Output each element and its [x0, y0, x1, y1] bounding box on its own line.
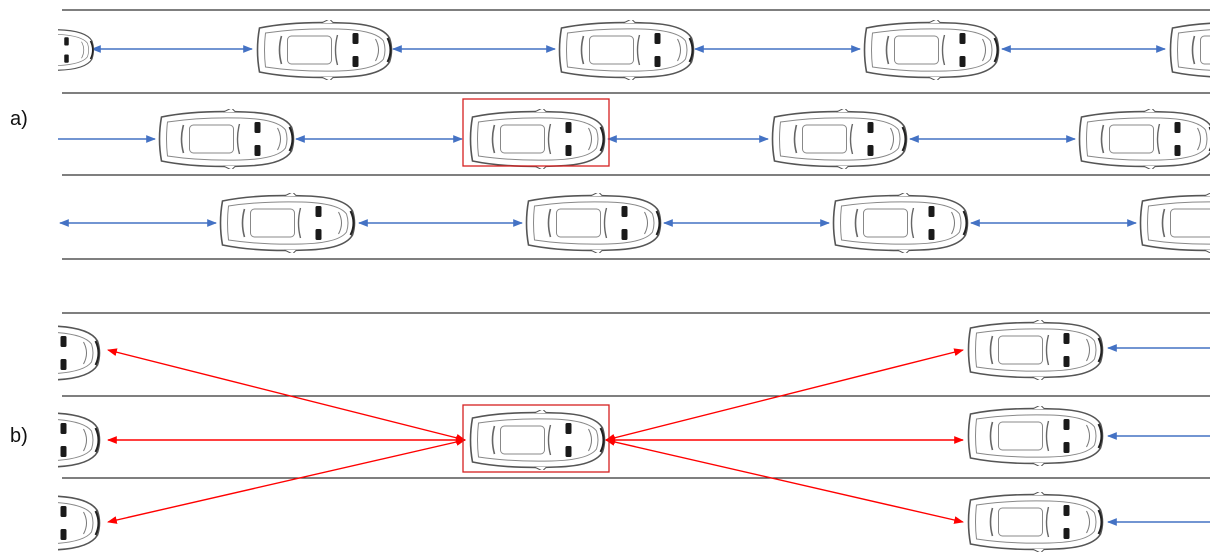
car-icon: [558, 20, 695, 80]
car-icon: [863, 20, 1000, 80]
cars-b: [58, 320, 1104, 553]
car-icon: [832, 193, 969, 253]
car-icon: [58, 323, 101, 383]
spacing-arrows-a: [58, 45, 1166, 227]
car-icon: [967, 492, 1104, 552]
car-icon: [967, 320, 1104, 380]
interaction-arrows-b: [107, 348, 964, 524]
ego-highlight-box-b: [462, 404, 610, 473]
cars-a: [58, 20, 1210, 253]
lane-lines-a: [62, 9, 1210, 260]
car-icon: [1078, 109, 1210, 169]
ego-highlight-box-a: [462, 98, 610, 167]
car-icon: [58, 493, 101, 553]
approach-arrows-b: [1107, 344, 1210, 526]
car-icon: [158, 109, 295, 169]
panel-label-a: a): [10, 108, 28, 130]
ego-car-icon: [469, 410, 606, 470]
car-icon: [256, 20, 393, 80]
ego-car-icon: [469, 109, 606, 169]
panel-label-b: b): [10, 425, 28, 447]
car-icon: [967, 406, 1104, 466]
car-icon: [1169, 20, 1210, 80]
car-icon: [525, 193, 662, 253]
car-icon: [1139, 193, 1210, 253]
car-icon: [58, 25, 95, 75]
car-icon: [771, 109, 908, 169]
car-icon: [219, 193, 356, 253]
